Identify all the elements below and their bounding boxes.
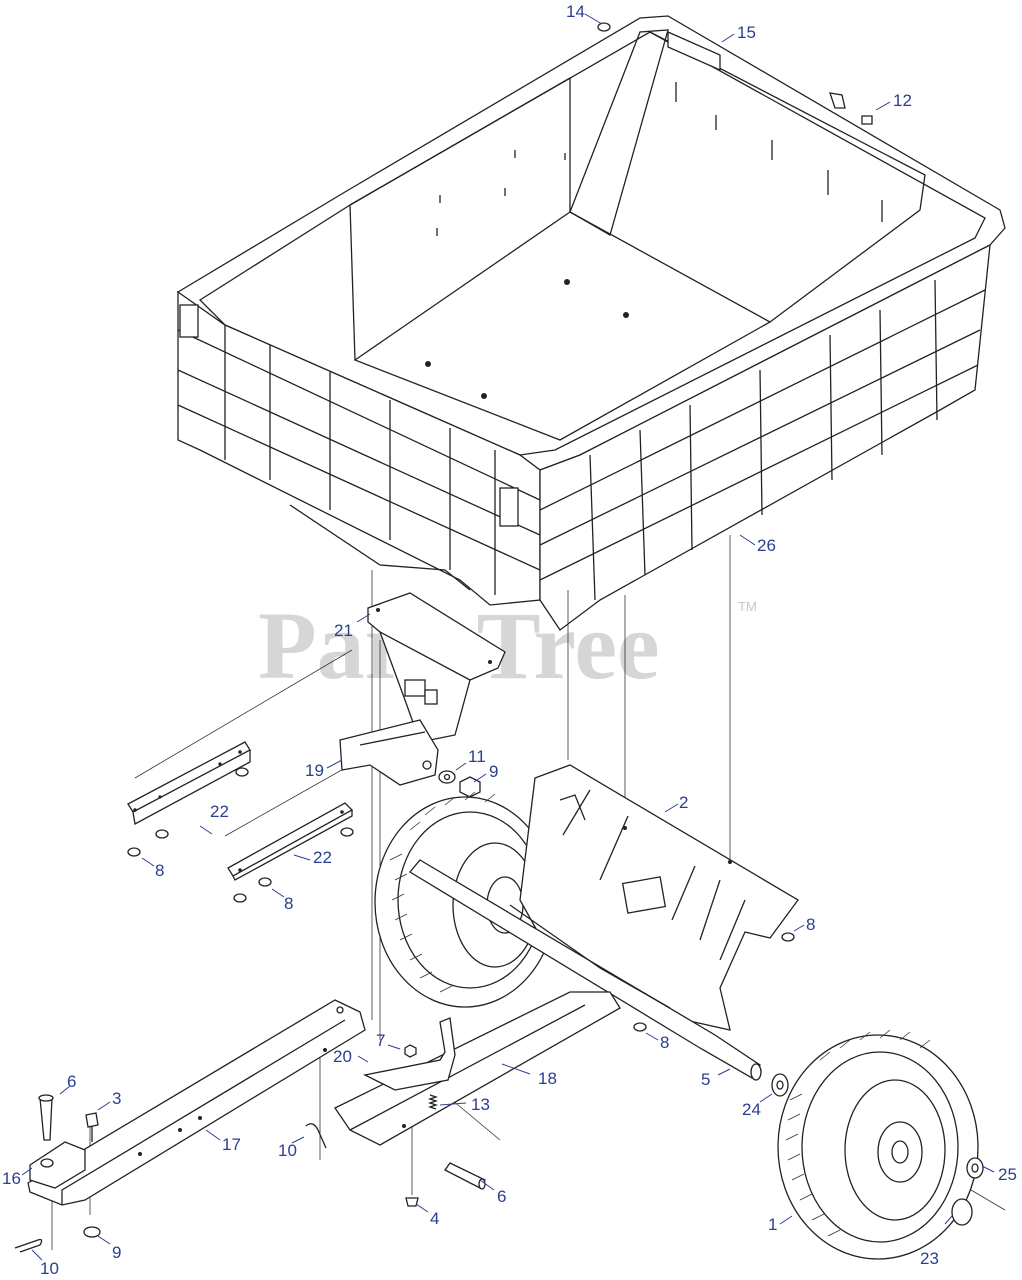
label-10-bottom[interactable]: 10 (40, 1259, 59, 1278)
label-24[interactable]: 24 (742, 1100, 761, 1119)
nut-7[interactable] (404, 1044, 417, 1058)
label-8-right[interactable]: 8 (806, 915, 815, 934)
label-8-mid[interactable]: 8 (284, 894, 293, 913)
latch-12[interactable] (829, 92, 873, 125)
label-11[interactable]: 11 (468, 747, 486, 766)
label-9-bottom[interactable]: 9 (112, 1243, 121, 1262)
label-6-left[interactable]: 6 (67, 1072, 76, 1091)
nut-9-bottom[interactable] (83, 1226, 101, 1238)
label-9-top[interactable]: 9 (489, 762, 498, 781)
lever-20[interactable] (363, 1017, 456, 1091)
label-15[interactable]: 15 (737, 23, 756, 42)
label-2[interactable]: 2 (679, 793, 688, 812)
axle-frame[interactable] (409, 764, 799, 1081)
label-19[interactable]: 19 (305, 761, 324, 780)
spring-13[interactable] (427, 1094, 439, 1110)
nut-8-group[interactable] (127, 767, 795, 1032)
label-17[interactable]: 17 (222, 1135, 241, 1154)
bolt-4[interactable] (405, 1197, 419, 1207)
tongue[interactable] (27, 999, 366, 1206)
label-21[interactable]: 21 (334, 621, 353, 640)
hub-cap-23[interactable] (951, 1198, 973, 1226)
label-5[interactable]: 5 (701, 1070, 710, 1089)
washer-25[interactable] (966, 1157, 984, 1179)
label-8-bottom[interactable]: 8 (660, 1033, 669, 1052)
label-25[interactable]: 25 (998, 1165, 1017, 1184)
label-13[interactable]: 13 (471, 1095, 490, 1114)
bolt-3[interactable] (85, 1112, 99, 1142)
washer-24[interactable] (771, 1073, 789, 1097)
label-10-mid[interactable]: 10 (278, 1141, 297, 1160)
label-20[interactable]: 20 (333, 1047, 352, 1066)
hinge-bracket[interactable] (339, 719, 439, 786)
label-22-lower[interactable]: 22 (313, 848, 332, 867)
label-8-left[interactable]: 8 (155, 861, 164, 880)
label-16[interactable]: 16 (2, 1169, 21, 1188)
label-22-upper[interactable]: 22 (210, 802, 229, 821)
label-12[interactable]: 12 (893, 91, 912, 110)
support-bar-lower[interactable] (227, 802, 354, 881)
label-6-right[interactable]: 6 (497, 1187, 506, 1206)
washer-11[interactable] (438, 770, 456, 784)
label-7[interactable]: 7 (376, 1031, 385, 1050)
support-bar-upper[interactable] (127, 741, 251, 826)
label-1[interactable]: 1 (768, 1215, 777, 1234)
pivot-pin[interactable] (444, 1162, 486, 1190)
label-26[interactable]: 26 (757, 536, 776, 555)
label-18[interactable]: 18 (538, 1069, 557, 1088)
watermark: PartsTree TM (258, 592, 757, 699)
dump-bed[interactable] (177, 15, 1006, 631)
leader-lines (21, 13, 995, 1261)
hitch-plate[interactable] (29, 1141, 86, 1189)
tongue-mount[interactable] (334, 991, 621, 1146)
alignment-lines (51, 535, 1006, 1250)
hitch-pin-left[interactable] (38, 1094, 54, 1141)
right-wheel[interactable] (777, 1029, 979, 1260)
nut-14[interactable] (597, 22, 611, 32)
label-14[interactable]: 14 (566, 2, 585, 21)
label-4[interactable]: 4 (430, 1209, 439, 1228)
hairpin-clip-middle[interactable] (305, 1123, 327, 1149)
watermark-tm: TM (738, 599, 757, 614)
label-3[interactable]: 3 (112, 1089, 121, 1108)
pivot-bracket[interactable] (367, 592, 506, 743)
hairpin-clip-bottom[interactable] (14, 1238, 43, 1253)
label-23[interactable]: 23 (920, 1249, 939, 1268)
bracket-15[interactable] (667, 31, 721, 71)
